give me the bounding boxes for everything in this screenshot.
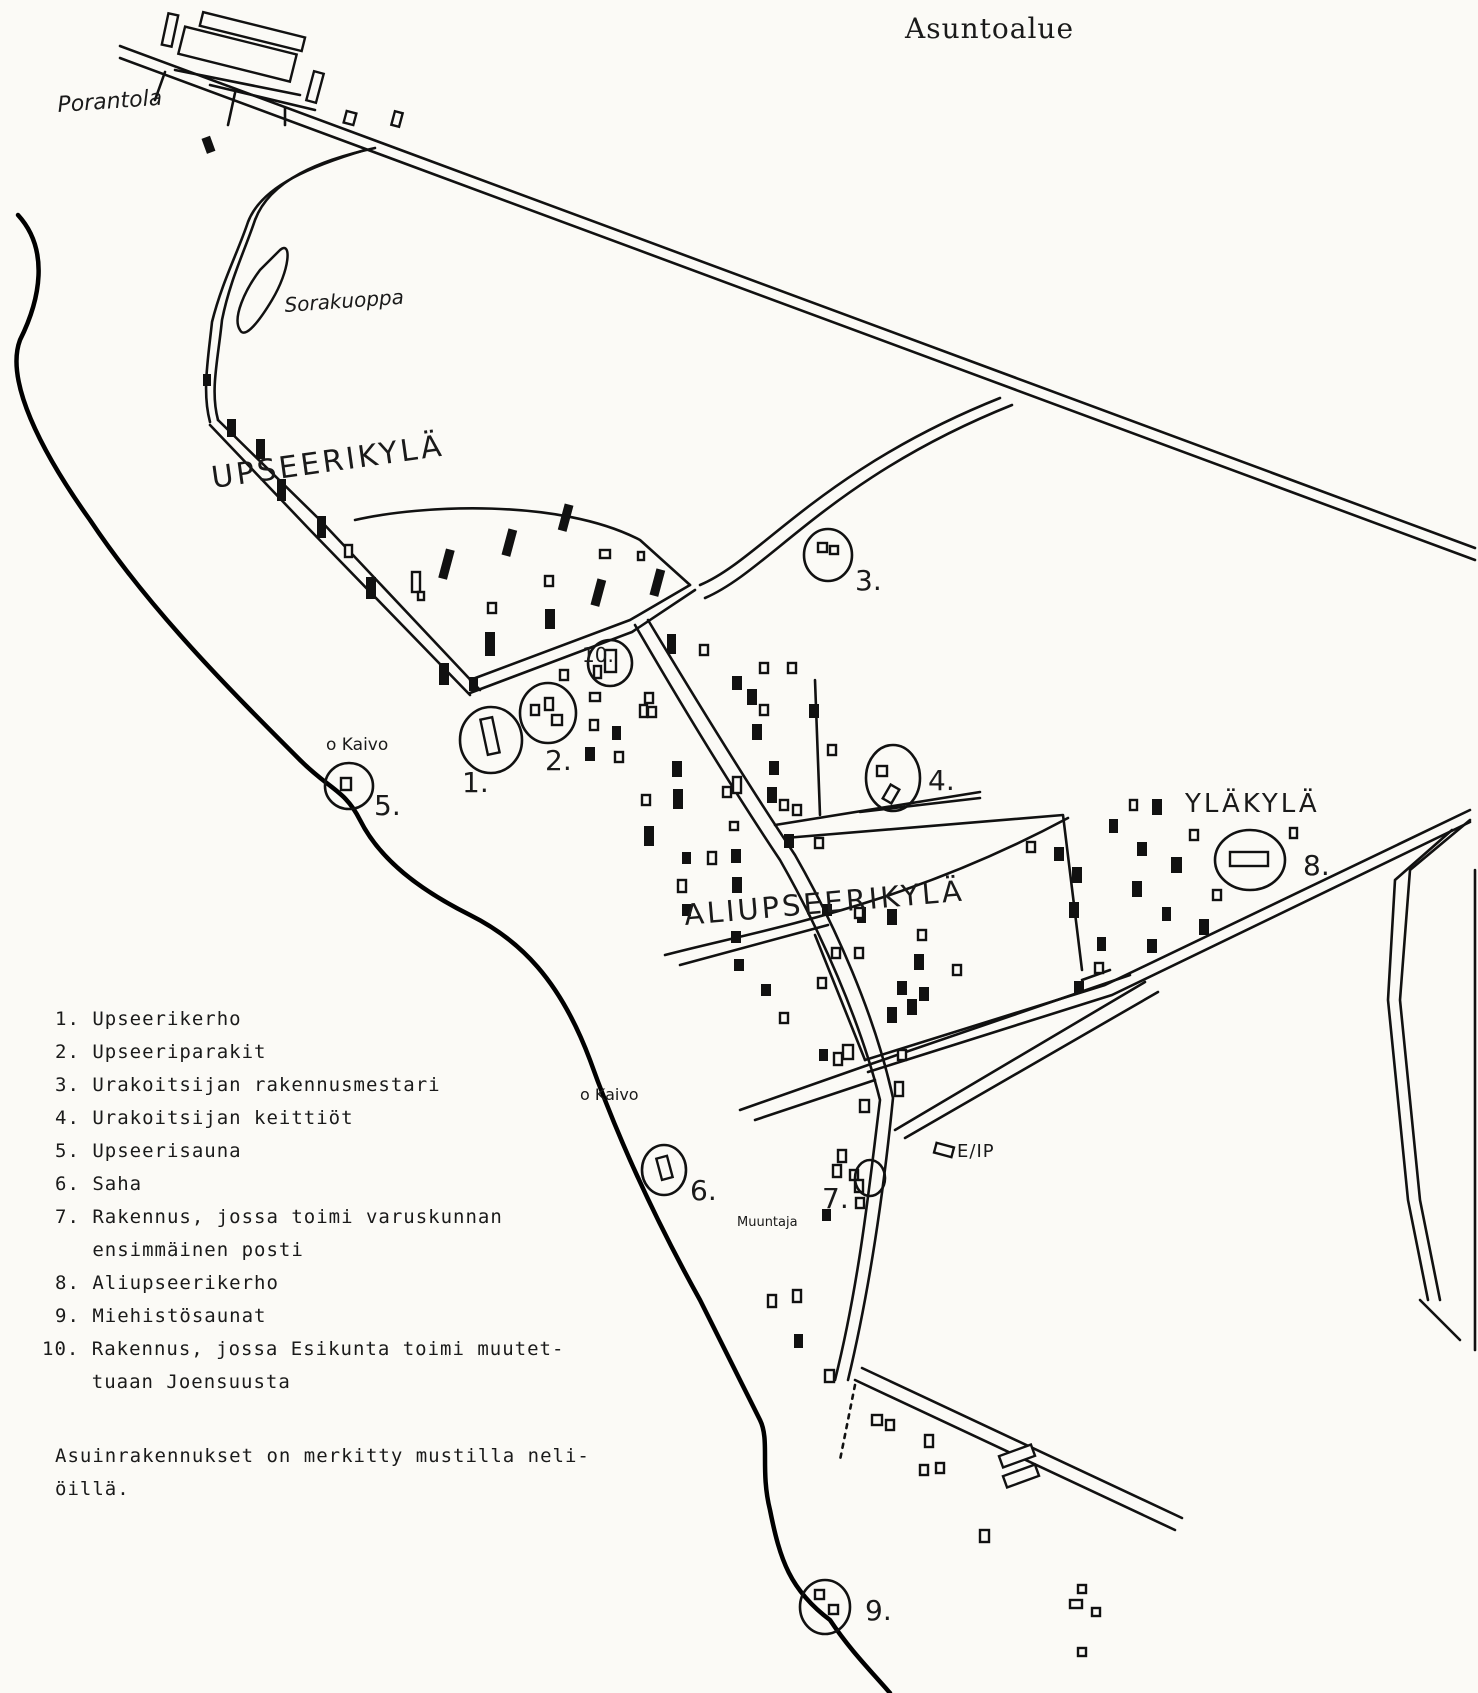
marker-8: 8.: [1303, 849, 1330, 882]
legend-item-10: 10. Rakennus, jossa Esikunta toimi muute…: [42, 1338, 564, 1360]
gravel-pit: [236, 246, 289, 334]
legend-item-1: 1. Upseerikerho: [55, 1008, 242, 1030]
label-ylakyla: YLÄKYLÄ: [1184, 787, 1320, 819]
legend-item-8: 8. Aliupseerikerho: [55, 1272, 279, 1294]
marker-5: 5.: [374, 789, 401, 822]
marker-4: 4.: [928, 764, 955, 797]
legend-item-3: 3. Urakoitsijan rakennusmestari: [55, 1074, 441, 1096]
legend-item-10-cont: tuaan Joensuusta: [42, 1371, 291, 1393]
porantola-buildings: [160, 10, 405, 154]
marker-6: 6.: [690, 1174, 717, 1207]
marker-7: 7.: [822, 1182, 849, 1215]
marker-9: 9.: [865, 1594, 892, 1627]
map-title: Asuntoalue: [904, 12, 1074, 45]
marker-circles: [323, 527, 1287, 1636]
label-porantola: Porantola: [57, 86, 163, 118]
label-muuntaja: Muuntaja: [737, 1215, 798, 1230]
label-kaivo-2: o Kaivo: [580, 1085, 639, 1104]
label-upseerikyla: UPSEERIKYLÄ: [209, 428, 446, 496]
label-aliupseerikyla: ALIUPSEERIKYLÄ: [683, 874, 966, 932]
label-kaivo-1: o Kaivo: [326, 735, 388, 755]
legend: 1. Upseerikerho 2. Upseeriparakit 3. Ura…: [42, 1008, 590, 1500]
legend-item-7: 7. Rakennus, jossa toimi varuskunnan: [55, 1206, 503, 1228]
legend-item-7-cont: ensimmäinen posti: [55, 1239, 304, 1261]
legend-item-2: 2. Upseeriparakit: [55, 1041, 266, 1063]
river-shoreline: [14, 212, 893, 1693]
buildings: [203, 374, 1299, 1658]
label-sorakuoppa: Sorakuoppa: [284, 285, 405, 317]
roads: [118, 44, 1477, 1532]
legend-note-1: Asuinrakennukset on merkitty mustilla ne…: [55, 1445, 590, 1467]
legend-item-4: 4. Urakoitsijan keittiöt: [55, 1107, 354, 1129]
legend-item-9: 9. Miehistösaunat: [55, 1305, 266, 1327]
legend-item-6: 6. Saha: [55, 1173, 142, 1195]
legend-note-2: öillä.: [55, 1478, 130, 1500]
label-eip: E/IP: [957, 1141, 995, 1162]
legend-item-5: 5. Upseerisauna: [55, 1140, 242, 1162]
marker-2: 2.: [545, 744, 572, 777]
marker-1: 1.: [462, 766, 489, 799]
marker-3: 3.: [855, 564, 882, 597]
marker-10: 10.: [582, 643, 614, 667]
